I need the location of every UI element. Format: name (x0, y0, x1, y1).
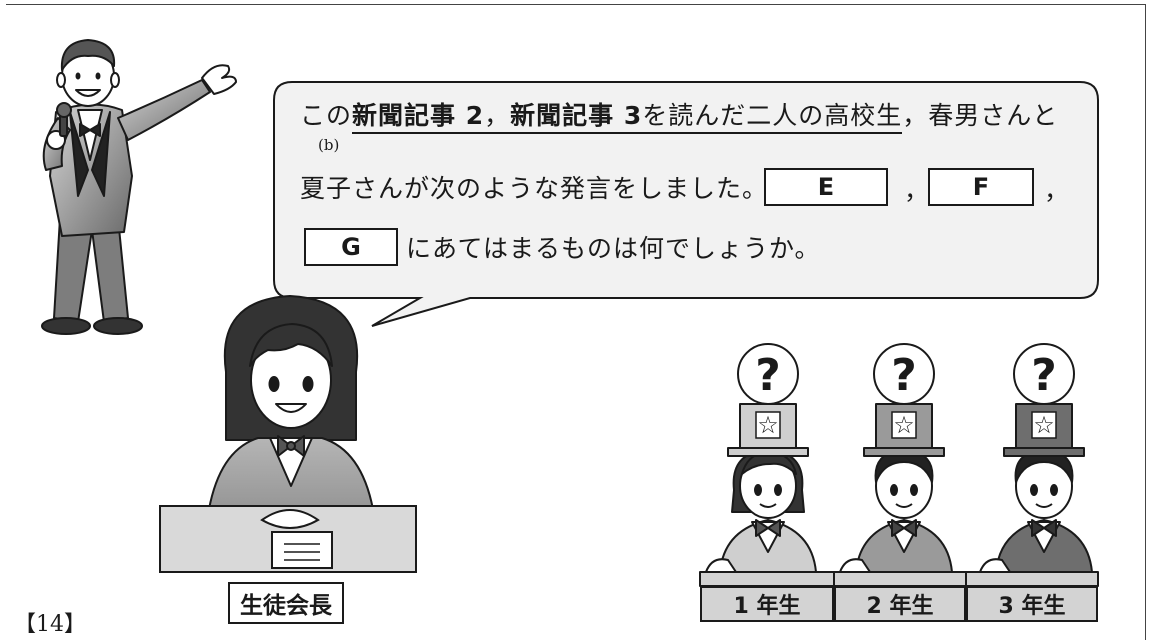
contestant-3 (965, 343, 1099, 587)
bubble-line-3: にあてはまるものは何でしょうか。 (406, 234, 821, 263)
underlined-text: を読んだ二人の高校生 (642, 101, 903, 130)
star-icon: ☆ (1033, 411, 1055, 439)
paper-document (271, 531, 333, 569)
comma: ， (1044, 176, 1071, 205)
star-icon: ☆ (893, 411, 915, 439)
comma: ， (904, 176, 931, 205)
article-ref-2: 新聞記事 2 (352, 101, 485, 130)
grade-label-2: 2 年生 (834, 586, 966, 622)
text-segment: ， (484, 101, 511, 130)
question-mark-icon: ? (891, 350, 917, 401)
grade-label-1: 1 年生 (700, 586, 834, 622)
page-frame (6, 4, 1146, 640)
speech-bubble (273, 81, 1099, 327)
star-icon: ☆ (757, 411, 779, 439)
text-segment: ，春男さんと (902, 101, 1059, 130)
question-mark-icon: ? (755, 350, 781, 401)
grade-label-3: 3 年生 (966, 586, 1098, 622)
reference-mark: (b) (318, 136, 340, 154)
text-segment: この (300, 101, 353, 130)
bubble-line-1: この新聞記事 2，新聞記事 3を読んだ二人の高校生，春男さんと (300, 101, 1059, 134)
question-mark-icon: ? (1031, 350, 1057, 401)
answer-box-e: E (764, 168, 888, 206)
answer-box-f: F (928, 168, 1034, 206)
answer-box-g: G (304, 228, 398, 266)
host-presenter (41, 39, 237, 335)
student-council-president (205, 295, 377, 531)
desk (159, 505, 417, 573)
question-number: 【14】 (14, 612, 86, 637)
contestant-1 (699, 343, 835, 587)
bubble-line-2: 夏子さんが次のような発言をしました。 (300, 174, 769, 203)
article-ref-3: 新聞記事 3 (510, 101, 643, 130)
president-label: 生徒会長 (228, 582, 344, 624)
